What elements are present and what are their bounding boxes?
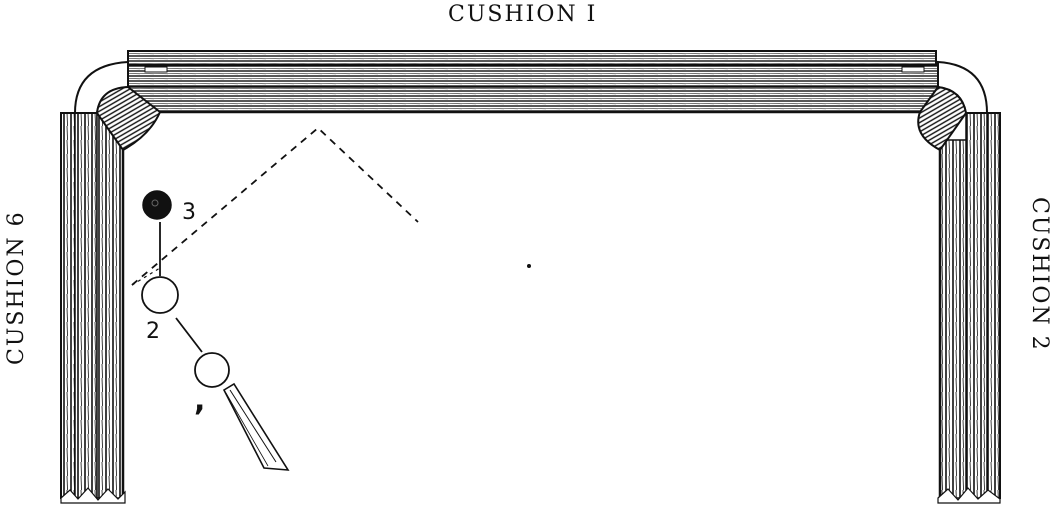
- top-rail: [125, 50, 940, 114]
- kiss-path: [131, 267, 161, 286]
- top-right-pocket: [917, 60, 989, 152]
- red-ball-highlight: [151, 199, 159, 207]
- cue-ball-number: ,: [194, 383, 205, 418]
- table-spot: [527, 264, 531, 268]
- red-ball-number: 3: [182, 200, 196, 225]
- bank-shot-path: [131, 126, 419, 286]
- cue-stick: [222, 382, 290, 471]
- right-rail: [937, 112, 1001, 504]
- cue-ball: [194, 352, 230, 388]
- left-rail: [60, 112, 126, 504]
- object-ball: [141, 276, 179, 314]
- object-ball-number: 2: [146, 319, 160, 344]
- cushion-1-label: CUSHION I: [448, 2, 598, 27]
- cue-path-line: [175, 317, 203, 353]
- top-left-pocket: [73, 60, 162, 152]
